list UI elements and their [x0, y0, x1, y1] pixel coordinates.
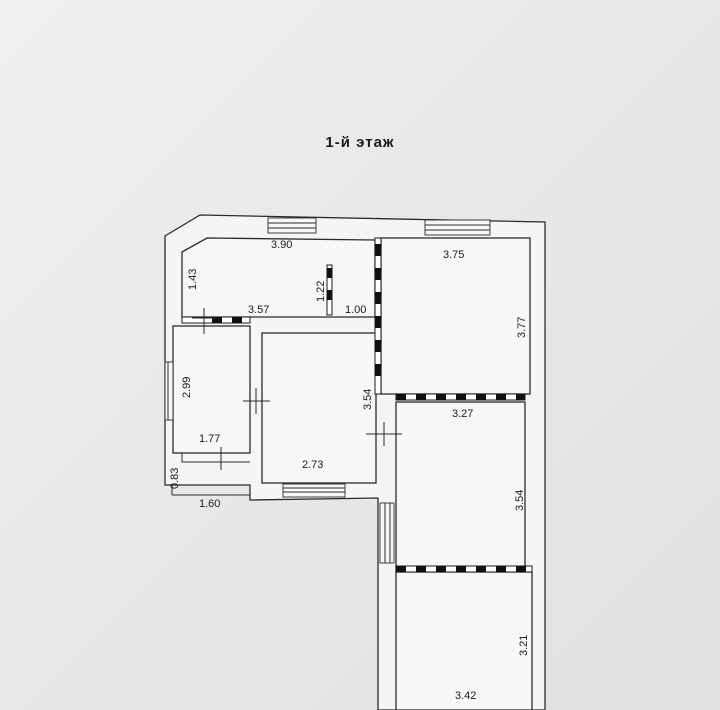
floor-title: 1-й этаж — [325, 134, 395, 151]
room-center — [261, 332, 377, 484]
dim-3-42: 3.42 — [455, 690, 476, 702]
dim-1-22: 1.22 — [315, 281, 327, 302]
window-bottom-center — [282, 483, 346, 498]
porch-outline — [181, 453, 250, 463]
partition-vertical-top — [374, 237, 382, 395]
partition-horizontal-lower — [395, 565, 533, 573]
window-vertical-lower — [379, 502, 395, 564]
dim-3-57: 3.57 — [248, 304, 269, 316]
dim-3-90: 3.90 — [271, 239, 292, 251]
dim-1-77: 1.77 — [199, 433, 220, 445]
dim-2-73: 2.73 — [302, 459, 323, 471]
window-top-right — [424, 219, 491, 236]
dim-1-43: 1.43 — [187, 269, 199, 290]
partition-horizontal-left — [181, 316, 251, 324]
partition-short-vertical — [326, 264, 333, 316]
dim-3-77: 3.77 — [516, 317, 528, 338]
room-right-middle — [395, 401, 526, 571]
room-left — [172, 325, 251, 454]
room-top-right — [380, 237, 531, 395]
window-left — [164, 361, 174, 421]
door-marks — [192, 308, 402, 470]
dimension-lines-bottom-left — [171, 485, 250, 496]
dim-1-60: 1.60 — [199, 498, 220, 510]
dim-3-21: 3.21 — [518, 635, 530, 656]
window-top-left — [267, 217, 317, 234]
room-right-bottom — [395, 571, 533, 710]
dim-3-54-mid: 3.54 — [362, 389, 374, 410]
dim-3-27: 3.27 — [452, 408, 473, 420]
dim-3-54-right: 3.54 — [514, 490, 526, 511]
dim-3-75: 3.75 — [443, 249, 464, 261]
dim-0-83: 0.83 — [169, 468, 181, 489]
dim-1-00: 1.00 — [345, 304, 366, 316]
partition-horizontal-middle — [395, 393, 526, 401]
dim-2-99: 2.99 — [181, 377, 193, 398]
